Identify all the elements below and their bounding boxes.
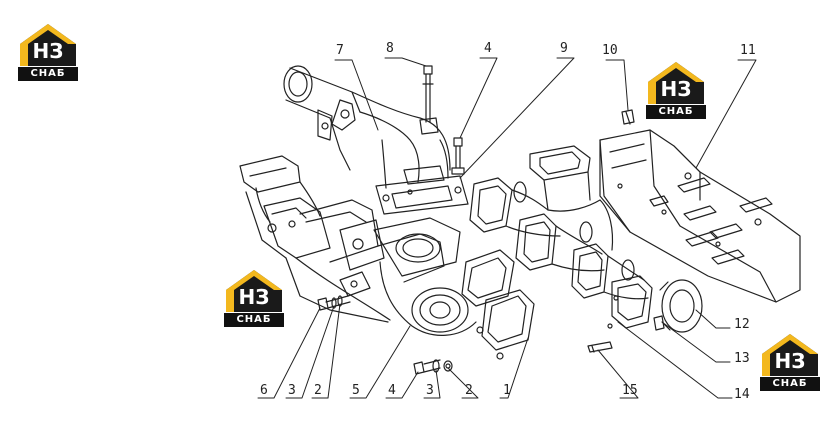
callout-15: 15: [622, 383, 638, 398]
leader-lines: [257, 57, 757, 399]
part-7-elbow: [283, 65, 469, 215]
callout-3-bottom: 3: [426, 383, 434, 398]
callout-14: 14: [734, 387, 750, 402]
brand-logo: НЗ СНАБ: [18, 22, 78, 82]
bolts-bottom: [413, 359, 453, 375]
brand-logo: НЗ СНАБ: [760, 332, 820, 392]
callout-6: 6: [260, 383, 268, 398]
callout-11: 11: [740, 43, 756, 58]
logo-caption: СНАБ: [224, 313, 284, 327]
bolts-top: [419, 65, 465, 175]
logo-monogram: НЗ: [238, 285, 270, 309]
part-1-gasket: [461, 249, 535, 360]
brand-logo: НЗ СНАБ: [646, 60, 706, 120]
callout-1: 1: [503, 383, 511, 398]
house-logo-icon: [20, 24, 76, 66]
callout-4-bottom: 4: [388, 383, 396, 398]
callout-8: 8: [386, 41, 394, 56]
callout-13: 13: [734, 351, 750, 366]
callout-5: 5: [352, 383, 360, 398]
callout-10: 10: [602, 43, 618, 58]
bolts-left: [317, 295, 351, 311]
bolt-10: [621, 109, 635, 125]
callout-2-left: 2: [314, 383, 322, 398]
logo-monogram: НЗ: [32, 39, 64, 63]
callout-3-left: 3: [288, 383, 296, 398]
house-logo-icon: [762, 334, 818, 376]
callout-4-top: 4: [484, 41, 492, 56]
part-11-heat-shield: [599, 129, 801, 303]
part-12-flange: [653, 279, 703, 333]
part-right-manifold: [469, 145, 653, 329]
house-logo-icon: [648, 62, 704, 104]
callout-9: 9: [560, 41, 568, 56]
part-15-stud: [587, 341, 613, 353]
part-5-manifold: [239, 155, 477, 336]
brand-logo: НЗ СНАБ: [224, 268, 284, 328]
logo-caption: СНАБ: [646, 105, 706, 119]
callout-7: 7: [336, 43, 344, 58]
logo-caption: СНАБ: [760, 377, 820, 391]
logo-caption: СНАБ: [18, 67, 78, 81]
callout-2-bottom: 2: [465, 383, 473, 398]
callout-12: 12: [734, 317, 750, 332]
logo-monogram: НЗ: [774, 349, 806, 373]
logo-monogram: НЗ: [660, 77, 692, 101]
house-logo-icon: [226, 270, 282, 312]
